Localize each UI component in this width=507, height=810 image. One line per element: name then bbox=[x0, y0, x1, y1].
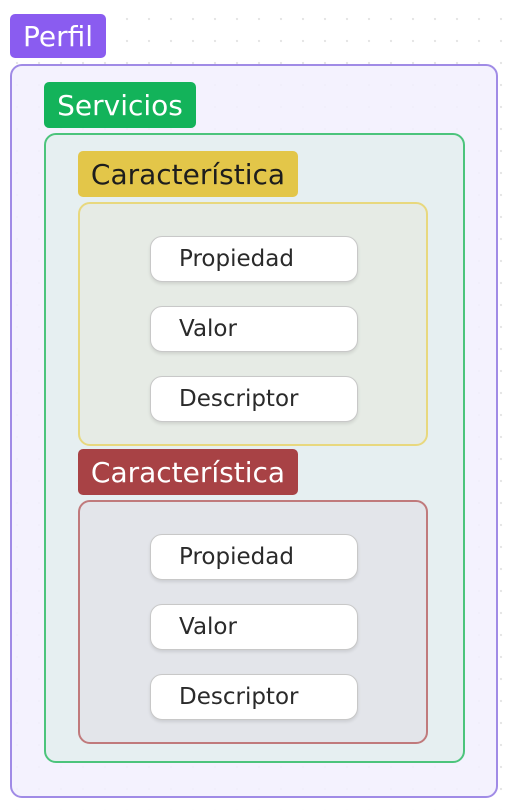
caracteristica-1-label: Característica bbox=[78, 151, 298, 197]
caracteristica-1-container: Propiedad Valor Descriptor bbox=[78, 202, 428, 446]
caracteristica-2-descriptor: Descriptor bbox=[150, 674, 358, 720]
caracteristica-1-valor: Valor bbox=[150, 306, 358, 352]
caracteristica-2-container: Propiedad Valor Descriptor bbox=[78, 500, 428, 744]
caracteristica-2-label: Característica bbox=[78, 449, 298, 495]
caracteristica-1-propiedad: Propiedad bbox=[150, 236, 358, 282]
perfil-label: Perfil bbox=[10, 14, 106, 58]
caracteristica-1-descriptor: Descriptor bbox=[150, 376, 358, 422]
servicios-container: Característica Propiedad Valor Descripto… bbox=[44, 133, 465, 763]
caracteristica-2-valor: Valor bbox=[150, 604, 358, 650]
servicios-label: Servicios bbox=[44, 82, 196, 128]
caracteristica-2-propiedad: Propiedad bbox=[150, 534, 358, 580]
perfil-container: Servicios Característica Propiedad Valor… bbox=[10, 64, 498, 798]
